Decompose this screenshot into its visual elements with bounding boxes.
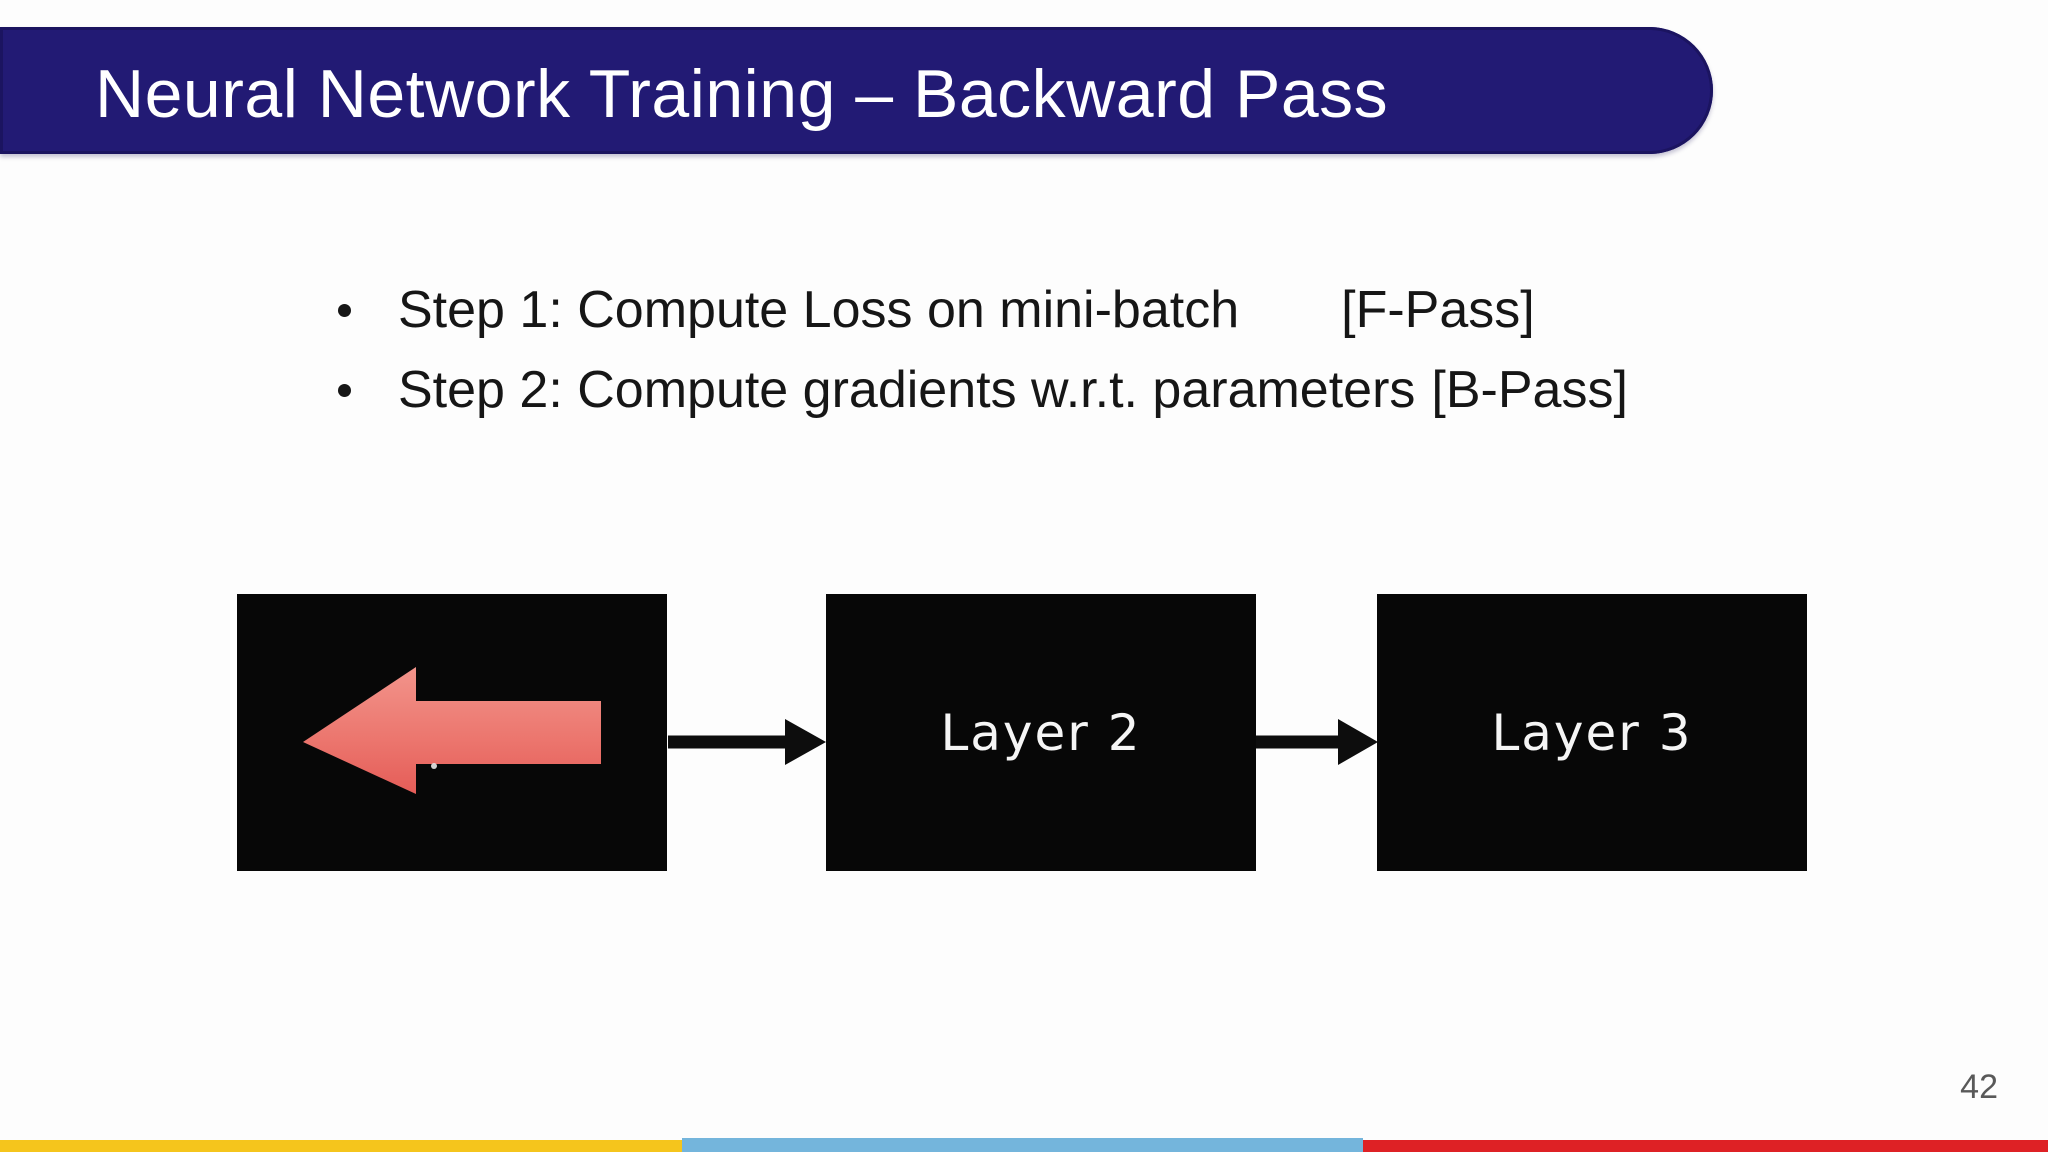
backward-arrow-icon xyxy=(303,667,601,794)
bullet-list: Step 1: Compute Loss on mini-batch [F-Pa… xyxy=(338,270,1628,430)
bullet-dot-icon xyxy=(338,383,351,397)
layer-label: Layer 3 xyxy=(1491,703,1693,762)
bullet-text: Step 2: Compute gradients w.r.t. paramet… xyxy=(398,361,1416,419)
footer-stripes xyxy=(0,1136,2048,1152)
stripe-red xyxy=(1363,1140,2048,1152)
layer-2-box: Layer 2 xyxy=(826,594,1256,871)
backward-arrow-box xyxy=(237,594,667,871)
bullet-dot-icon xyxy=(338,303,351,317)
layer-3-box: Layer 3 xyxy=(1377,594,1807,871)
bullet-tag: [F-Pass] xyxy=(1341,281,1535,339)
title-banner: Neural Network Training – Backward Pass xyxy=(0,27,1713,154)
bullet-item: Step 1: Compute Loss on mini-batch [F-Pa… xyxy=(338,270,1628,350)
speck-dot xyxy=(431,763,437,769)
bullet-text: Step 1: Compute Loss on mini-batch xyxy=(398,281,1240,339)
flow-arrow-icon xyxy=(668,719,826,765)
stripe-yellow xyxy=(0,1140,682,1152)
stripe-blue xyxy=(682,1138,1363,1152)
page-number: 42 xyxy=(1960,1068,1998,1106)
slide-title: Neural Network Training – Backward Pass xyxy=(95,55,1389,132)
flow-arrow-icon xyxy=(1256,719,1378,765)
bullet-tag: [B-Pass] xyxy=(1431,361,1628,419)
layer-label: Layer 2 xyxy=(940,703,1142,762)
bullet-item: Step 2: Compute gradients w.r.t. paramet… xyxy=(338,350,1628,430)
